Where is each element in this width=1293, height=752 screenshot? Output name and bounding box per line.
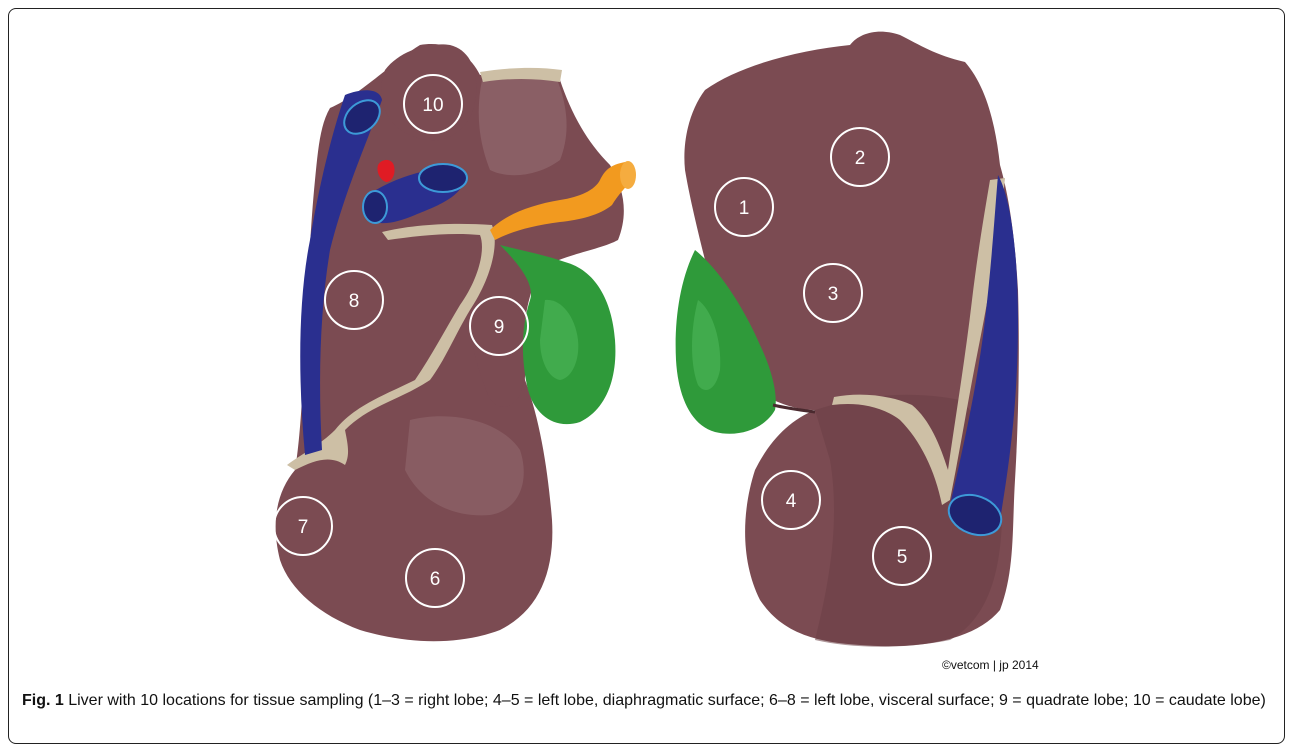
liver-illustration: 10 8 9 7 6 1 2 3 4 5 [0,0,1293,660]
location-label-9: 9 [494,317,505,338]
liver-visceral-view [276,44,636,641]
portal-vein-opening [419,164,467,192]
caption-text: Liver with 10 locations for tissue sampl… [64,692,1266,709]
location-label-3: 3 [828,284,839,305]
figure-caption: Fig. 1 Liver with 10 locations for tissu… [22,688,1272,713]
location-label-8: 8 [349,291,360,312]
location-label-6: 6 [430,569,441,590]
liver-diaphragmatic-view [676,32,1019,647]
bile-duct-opening [620,161,636,189]
figure-number: Fig. 1 [22,692,64,709]
liver-visceral-highlight [479,74,567,176]
portal-vein-opening-left [363,191,387,223]
location-label-7: 7 [298,517,309,538]
location-label-10: 10 [422,95,443,116]
location-label-4: 4 [786,491,797,512]
location-label-5: 5 [897,547,908,568]
location-label-2: 2 [855,148,866,169]
location-label-1: 1 [739,198,750,219]
image-credit: ©vetcom | jp 2014 [942,658,1039,672]
